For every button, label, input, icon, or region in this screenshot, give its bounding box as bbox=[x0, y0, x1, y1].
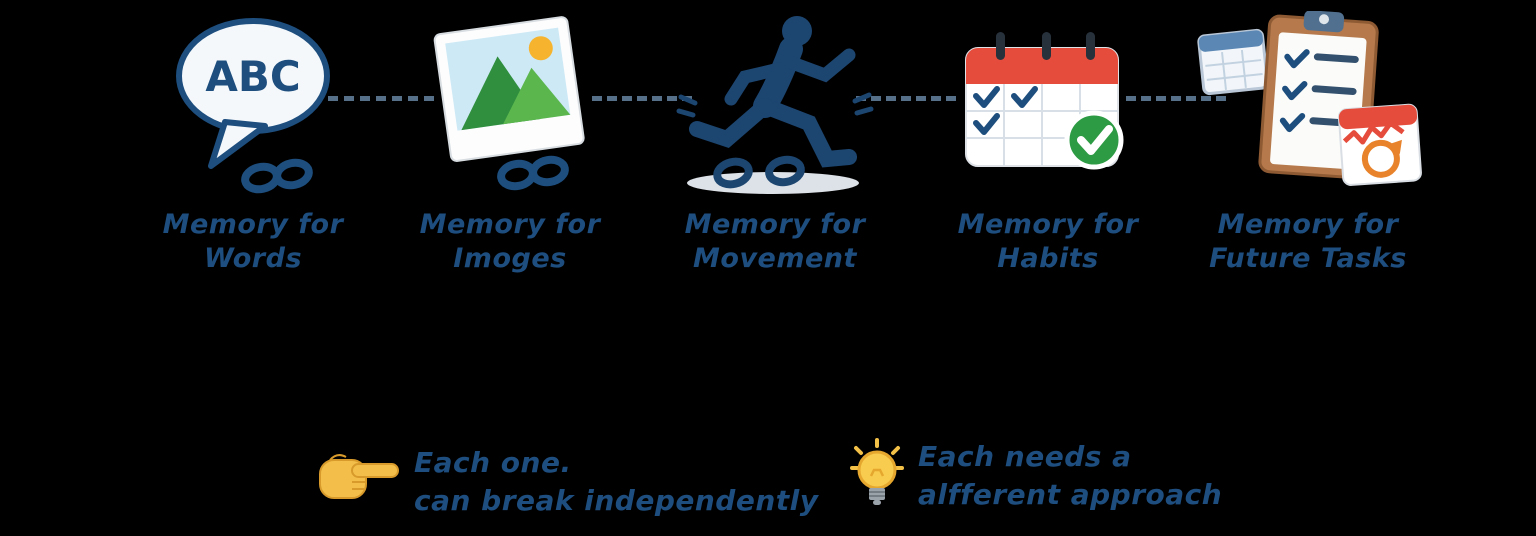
photo-icon bbox=[433, 16, 585, 191]
connector-dash-3 bbox=[856, 96, 956, 101]
memory-label-words: Memory for Words bbox=[162, 209, 344, 274]
clipboard-tasks-icon bbox=[1197, 11, 1422, 186]
memory-label-habits: Memory for Habits bbox=[957, 209, 1139, 274]
abc-text: ABC bbox=[205, 52, 300, 101]
pointing-hand-icon bbox=[319, 454, 399, 499]
memory-item-images: Memory for Imoges bbox=[380, 8, 640, 276]
note-different-approach: Each needs a alfferent approach bbox=[850, 438, 1222, 518]
lightbulb-icon bbox=[850, 438, 904, 505]
memory-label-images: Memory for Imoges bbox=[419, 209, 601, 274]
memory-label-future-tasks: Memory for Future Tasks bbox=[1209, 209, 1407, 274]
memory-label-movement: Memory for Movement bbox=[684, 209, 866, 274]
connector-dash-4 bbox=[1126, 96, 1226, 101]
calendar-check-icon bbox=[965, 32, 1124, 170]
note-text: Each needs a alfferent approach bbox=[918, 440, 1223, 511]
memory-item-words: ABC Memory for Words bbox=[123, 8, 383, 276]
note-break-independently: Each one. can break independently bbox=[318, 444, 819, 520]
memory-item-movement: Memory for Movement bbox=[645, 8, 905, 276]
connector-dash-1 bbox=[328, 96, 434, 101]
note-text: Each one. can break independently bbox=[414, 446, 819, 517]
running-person-icon bbox=[676, 16, 874, 194]
motion-lines-icon bbox=[676, 92, 874, 118]
memory-item-habits: Memory for Habits bbox=[918, 8, 1178, 276]
memory-item-future-tasks: Memory for Future Tasks bbox=[1178, 8, 1438, 276]
speech-bubble-abc-icon: ABC bbox=[176, 17, 330, 193]
connector-dash-2 bbox=[592, 96, 692, 101]
